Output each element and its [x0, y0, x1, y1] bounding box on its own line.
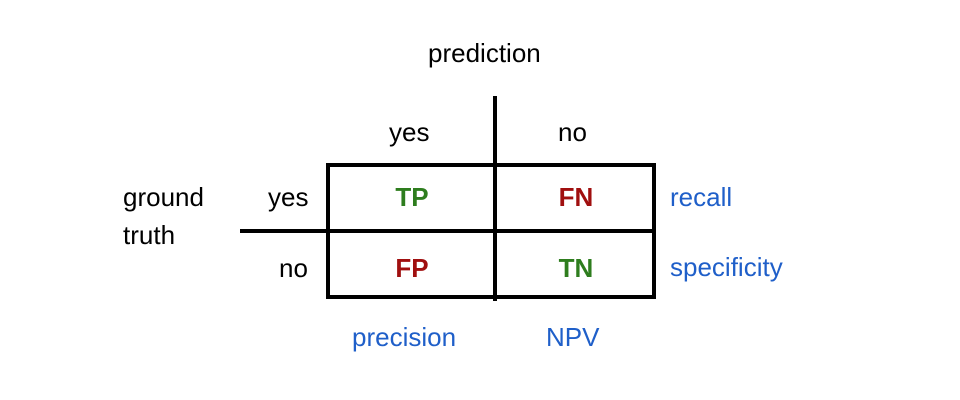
horizontal-divider [240, 229, 656, 233]
row-header-yes: yes [268, 182, 309, 212]
cell-true-negative: TN [558, 253, 594, 283]
ground-truth-label-line2: truth [123, 220, 176, 250]
column-header-yes: yes [389, 117, 430, 147]
metric-recall: recall [670, 182, 733, 212]
prediction-label: prediction [428, 38, 541, 68]
metric-specificity: specificity [670, 252, 783, 282]
cell-false-positive: FP [395, 253, 429, 283]
ground-truth-label-line1: ground [123, 182, 204, 212]
vertical-divider [493, 96, 497, 301]
metric-precision: precision [352, 322, 457, 352]
cell-false-negative: FN [558, 182, 594, 212]
row-header-no: no [279, 253, 308, 283]
column-header-no: no [558, 117, 587, 147]
cell-true-positive: TP [395, 182, 429, 212]
metric-npv: NPV [546, 322, 600, 352]
confusion-matrix-box [326, 163, 656, 299]
